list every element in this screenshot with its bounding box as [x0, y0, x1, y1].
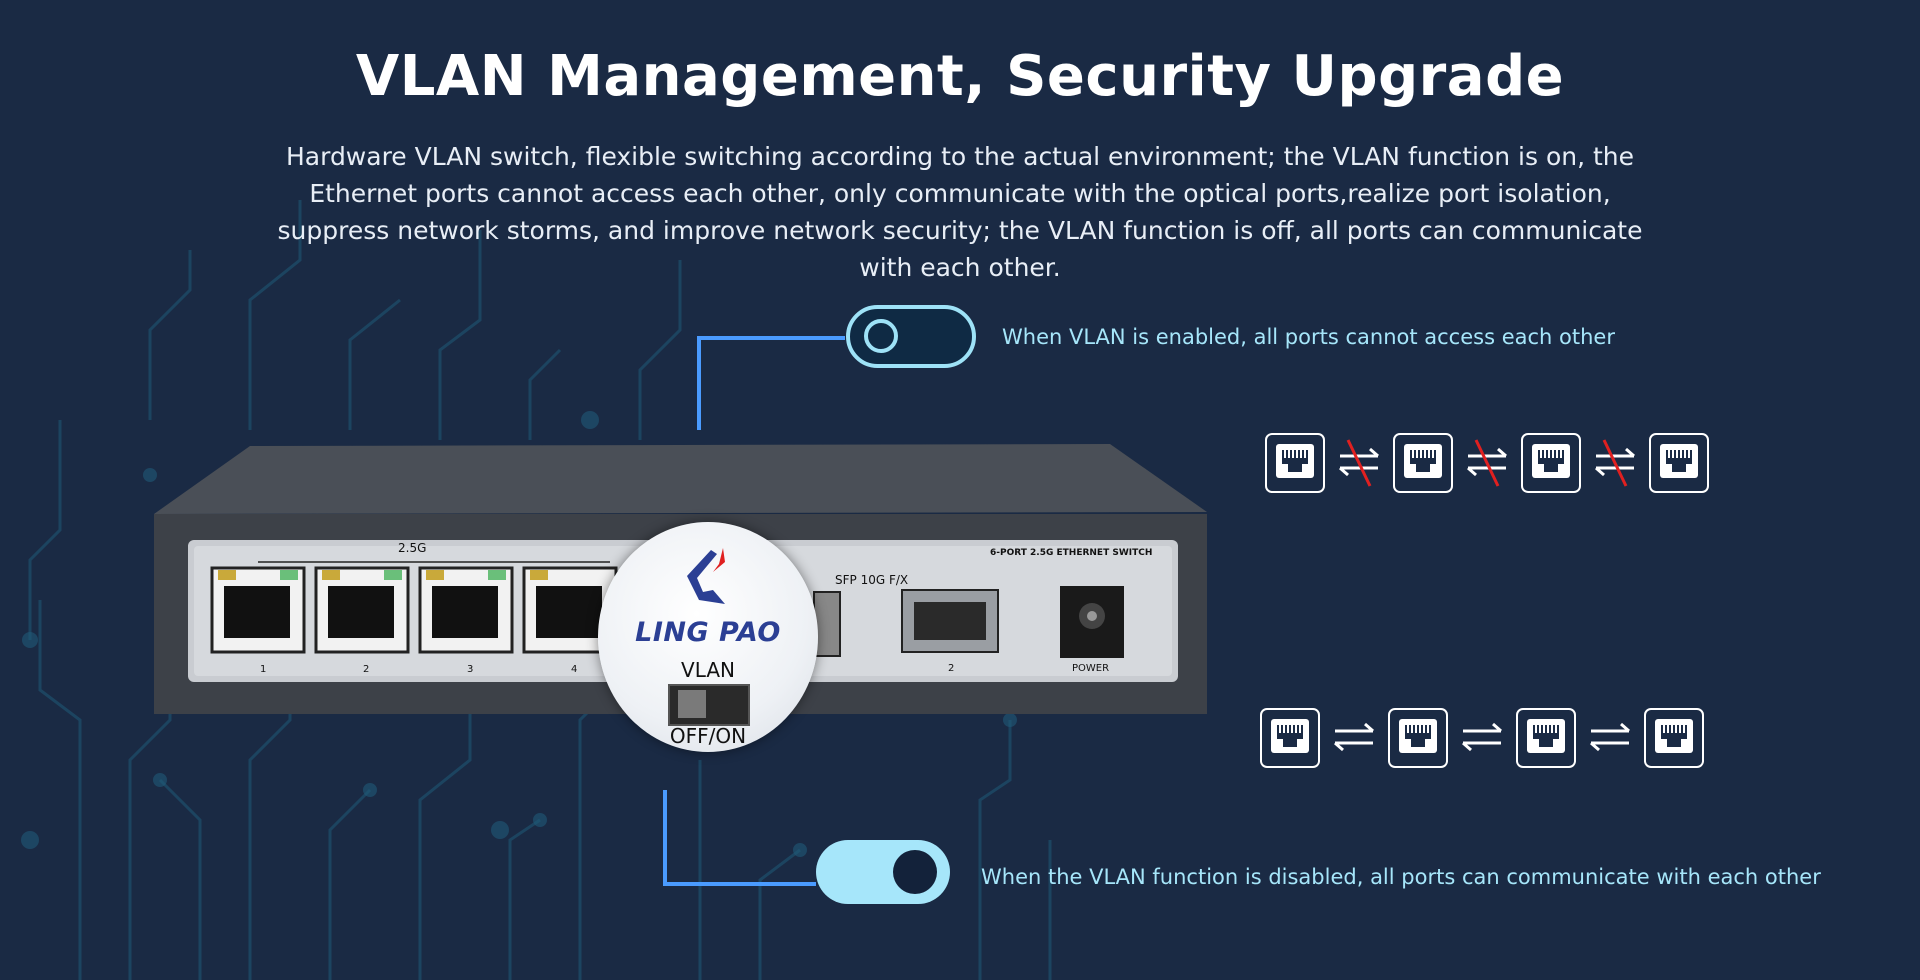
vlan-disabled-caption: When the VLAN function is disabled, all … [981, 865, 1821, 889]
vlan-enabled-toggle [846, 305, 976, 368]
ethernet-port-icon [1392, 432, 1454, 494]
toggle-knob [864, 319, 898, 353]
bidirectional-arrows-icon [1457, 713, 1507, 763]
power-label: POWER [1072, 663, 1110, 674]
sfp-port-number: 2 [948, 663, 955, 674]
vlan-off-on-label: OFF/ON [669, 724, 747, 748]
vlan-switch-badge: LING PAO VLAN OFF/ON [598, 522, 818, 752]
brand-name: LING PAO [635, 617, 781, 648]
port-group-label: 2.5G [398, 541, 427, 555]
leader-line-on-vertical [697, 336, 701, 430]
vlan-disabled-toggle [816, 840, 950, 904]
port-number-1: 1 [260, 664, 267, 675]
page-title: VLAN Management, Security Upgrade [355, 44, 1565, 109]
ethernet-port-icon [1264, 432, 1326, 494]
bidirectional-arrows-icon [1329, 713, 1379, 763]
page-description: Hardware VLAN switch, flexible switching… [277, 142, 1643, 282]
ethernet-port-icon [1643, 707, 1705, 769]
leader-line-off-horizontal [663, 882, 816, 886]
slide-switch-lever [678, 690, 706, 718]
blocked-arrows-icon [1590, 438, 1640, 488]
port-number-2: 2 [363, 664, 370, 675]
toggle-knob [893, 850, 937, 894]
leader-line-off-vertical [663, 790, 667, 886]
leader-line-on-horizontal [697, 336, 845, 340]
ethernet-port-icon [1515, 707, 1577, 769]
ethernet-port-icon [1648, 432, 1710, 494]
brand-logo-icon [687, 548, 725, 604]
port-number-4: 4 [571, 664, 578, 675]
ethernet-port-icon [1259, 707, 1321, 769]
sfp-label: SFP 10G F/X [835, 573, 909, 587]
port-number-3: 3 [467, 664, 474, 675]
vlan-switch-label: VLAN [681, 658, 735, 682]
model-label: 6-PORT 2.5G ETHERNET SWITCH [990, 548, 1153, 558]
blocked-arrows-icon [1462, 438, 1512, 488]
vlan-slide-switch [668, 684, 750, 726]
bidirectional-arrows-icon [1585, 713, 1635, 763]
vlan-enabled-caption: When VLAN is enabled, all ports cannot a… [1002, 325, 1615, 349]
ethernet-port-icon [1387, 707, 1449, 769]
blocked-arrows-icon [1334, 438, 1384, 488]
ethernet-port-icon [1520, 432, 1582, 494]
